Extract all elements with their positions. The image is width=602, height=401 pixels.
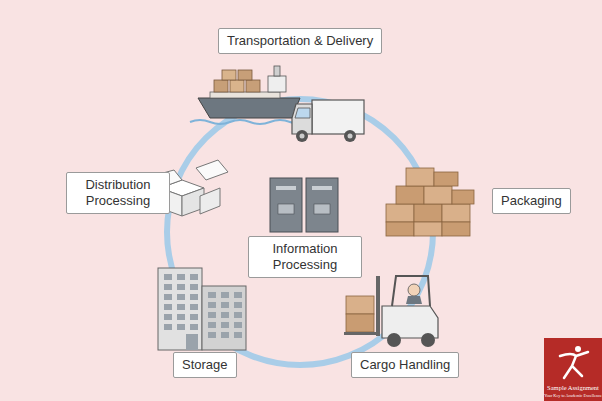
- logo-figure: [544, 338, 602, 401]
- label-box: Information Processing: [248, 236, 362, 278]
- logo-text: Sample Assignment: [544, 384, 602, 391]
- label-box: Distribution Processing: [66, 172, 170, 214]
- label-text: Packaging: [501, 193, 562, 209]
- logo-badge: Sample AssignmentYour Key to Academic Ex…: [544, 338, 602, 401]
- forklift: [344, 276, 438, 347]
- label-box: Packaging: [492, 188, 571, 214]
- label-text: Cargo Handling: [360, 357, 450, 373]
- label-box: Storage: [173, 352, 237, 378]
- stacked-cartons: [386, 168, 474, 236]
- ship: [190, 66, 310, 124]
- label-text: Distribution Processing: [75, 177, 161, 209]
- warehouse-building: [158, 268, 246, 350]
- label-text: Transportation & Delivery: [227, 33, 373, 49]
- server-cabinets: [270, 178, 338, 232]
- label-box: Cargo Handling: [351, 352, 459, 378]
- truck: [292, 100, 364, 142]
- label-box: Transportation & Delivery: [218, 28, 382, 54]
- label-text: Information Processing: [257, 241, 353, 273]
- logo-text: Your Key to Academic Excellence: [544, 393, 602, 398]
- label-text: Storage: [182, 357, 228, 373]
